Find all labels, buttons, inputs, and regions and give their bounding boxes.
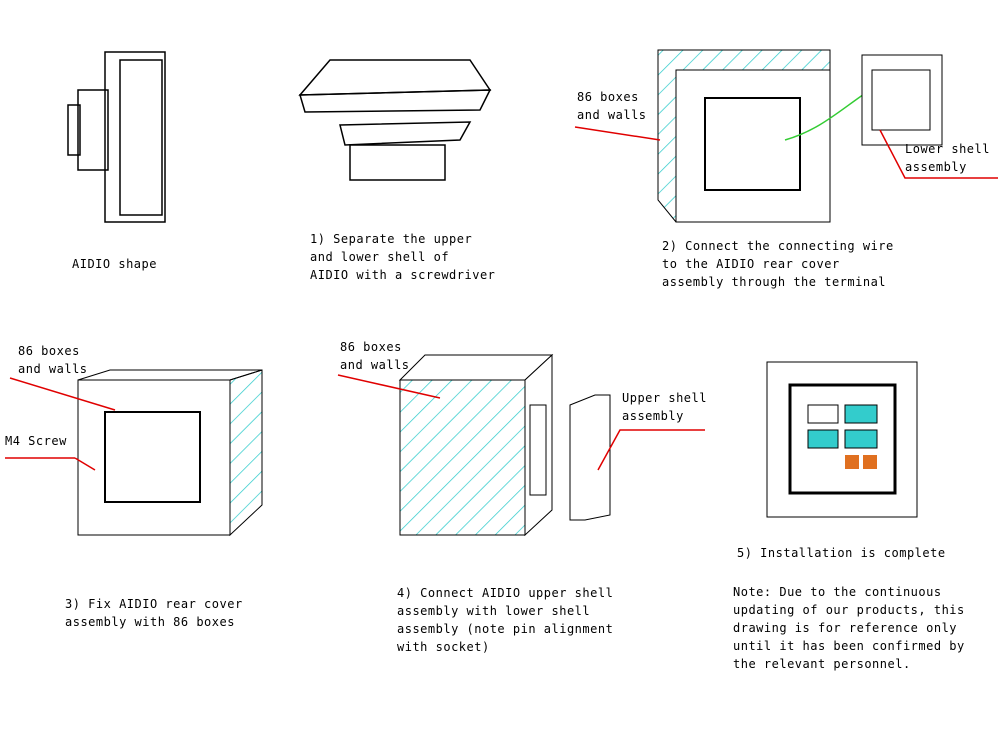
boxes-label-2: 86 boxes and walls [18,344,88,376]
upper-shell-label: Upper shell assembly [622,391,707,423]
step1-label: 1) Separate the upper and lower shell of… [310,232,496,282]
step5-label: 5) Installation is complete [737,546,946,560]
box-wall-step2 [574,49,998,223]
box-wall-step3 [5,369,263,537]
separate-shell-drawing [298,59,492,181]
lower-shell-label: Lower shell assembly [905,142,990,174]
shape-label: AIDIO shape [72,257,157,271]
box-wall-step4 [337,353,705,537]
completed-panel-drawing [766,361,918,518]
note-text: Note: Due to the continuous updating of … [733,585,965,671]
aidio-shape-drawing [67,51,166,223]
m4-screw-label: M4 Screw [5,434,67,448]
step2-label: 2) Connect the connecting wire to the AI… [662,239,894,289]
step3-label: 3) Fix AIDIO rear cover assembly with 86… [65,597,243,629]
boxes-label-3: 86 boxes and walls [340,340,410,372]
step4-label: 4) Connect AIDIO upper shell assembly wi… [397,586,614,654]
boxes-label-1: 86 boxes and walls [577,90,647,122]
